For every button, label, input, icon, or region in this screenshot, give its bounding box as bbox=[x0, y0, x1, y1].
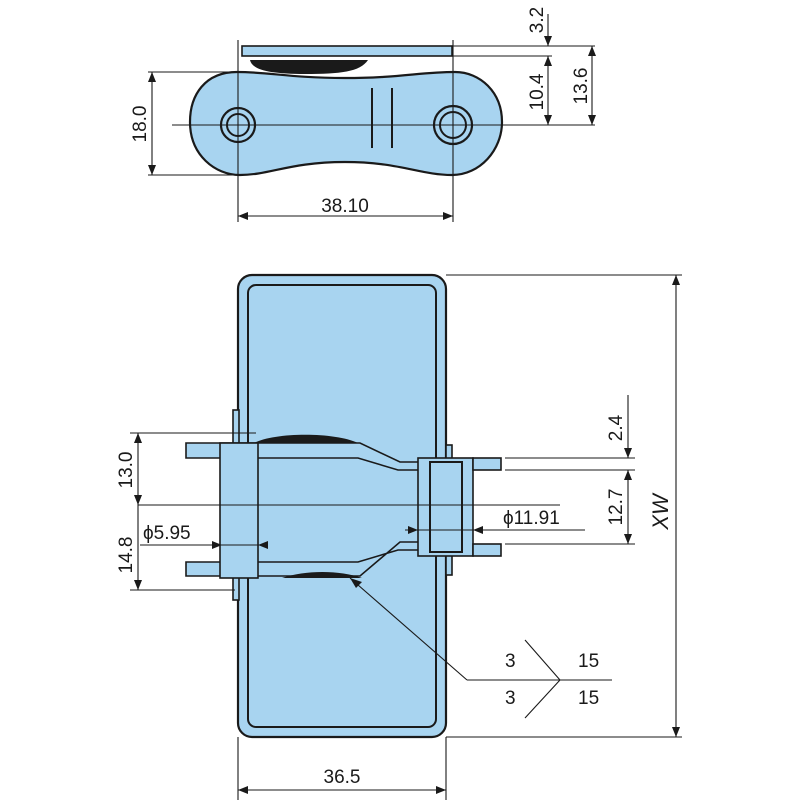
top-plate bbox=[241, 45, 453, 57]
dim-pitch: 38.10 bbox=[321, 196, 369, 217]
weld-lower-left: 3 bbox=[505, 688, 516, 709]
left-block bbox=[219, 442, 259, 579]
plan-view: 13.0 14.8 ϕ5.95 ϕ11.91 2.4 12.7 XW bbox=[116, 273, 682, 800]
arrow bbox=[212, 541, 222, 549]
arrow bbox=[443, 212, 453, 220]
weld-leader bbox=[349, 577, 468, 681]
dim-pin-offset: 10.4 bbox=[527, 73, 548, 110]
dim-link-height: 18.0 bbox=[130, 106, 151, 143]
link-plate bbox=[188, 70, 504, 177]
dim-side-clearance: 2.4 bbox=[606, 414, 627, 441]
upper-weld bbox=[254, 434, 358, 443]
arrow bbox=[544, 56, 552, 66]
weld-upper-left: 3 bbox=[505, 651, 516, 672]
arrow bbox=[672, 275, 680, 285]
dim-roller-diameter: ϕ11.91 bbox=[503, 508, 560, 529]
arrow bbox=[588, 46, 596, 56]
arrow bbox=[588, 115, 596, 125]
arrow bbox=[544, 115, 552, 125]
arrow bbox=[350, 578, 362, 588]
dim-pin-diameter: ϕ5.95 bbox=[143, 523, 191, 544]
dim-plate-width: 36.5 bbox=[324, 767, 361, 788]
arrow bbox=[238, 212, 248, 220]
weld-lower-right: 15 bbox=[578, 688, 599, 709]
dim-top-plate-thickness: 3.2 bbox=[527, 7, 548, 33]
side-view: 18.0 38.10 3.2 10.4 13.6 bbox=[130, 7, 596, 222]
arrow bbox=[258, 541, 268, 549]
lower-weld bbox=[282, 572, 362, 578]
top-weld bbox=[250, 60, 368, 74]
dim-roller-offset: 12.7 bbox=[606, 489, 627, 526]
arrow bbox=[134, 580, 142, 590]
dim-upper-gap: 13.0 bbox=[116, 452, 137, 489]
arrow bbox=[148, 72, 156, 82]
weld-upper-right: 15 bbox=[578, 651, 599, 672]
arrow bbox=[134, 433, 142, 443]
arrow bbox=[148, 165, 156, 175]
arrow bbox=[473, 526, 483, 534]
arrow bbox=[624, 470, 632, 480]
arrow bbox=[672, 727, 680, 737]
roller-inner bbox=[429, 461, 463, 553]
arrow bbox=[624, 534, 632, 544]
dim-lower-gap: 14.8 bbox=[116, 537, 137, 574]
arrow bbox=[134, 495, 142, 505]
dim-link-half-height: 13.6 bbox=[571, 68, 592, 105]
weld-symbol-triangle bbox=[524, 639, 561, 719]
roller-block bbox=[417, 457, 474, 557]
arrow bbox=[436, 786, 446, 794]
roller-tab-top bbox=[472, 457, 502, 471]
arrow bbox=[544, 36, 552, 46]
outer-plate bbox=[236, 273, 448, 739]
roller-tab-bottom bbox=[472, 543, 502, 557]
dim-overall-width: XW bbox=[648, 492, 673, 531]
arrow bbox=[408, 526, 418, 534]
arrow bbox=[624, 448, 632, 458]
arrow bbox=[238, 786, 248, 794]
